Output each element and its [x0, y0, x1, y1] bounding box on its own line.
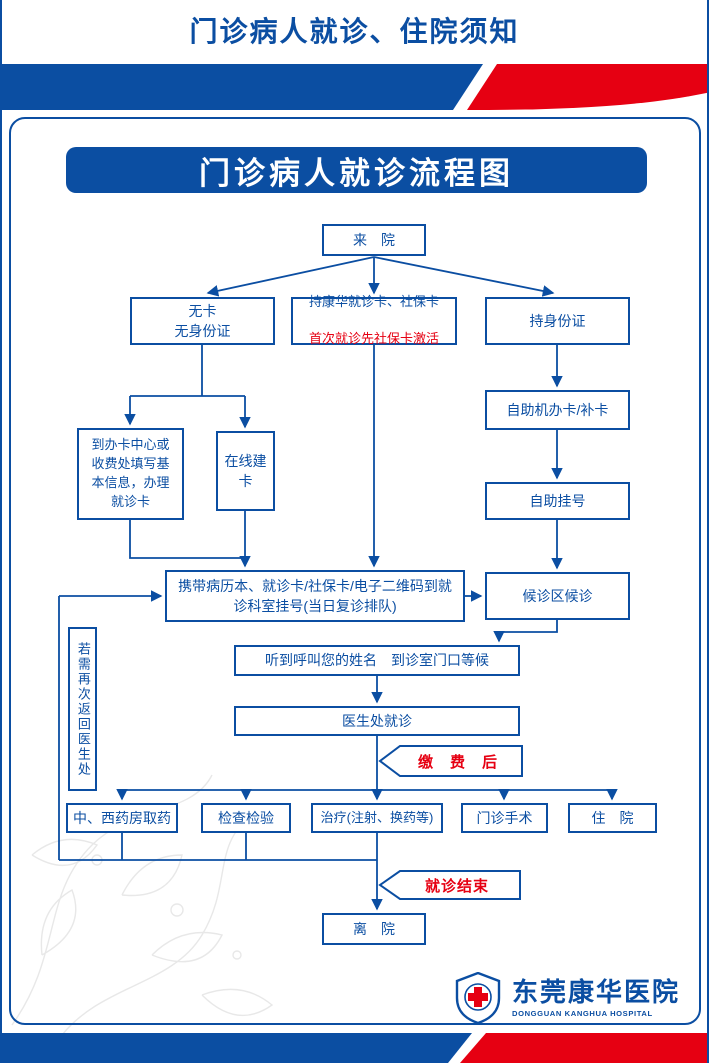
top-banner-blue-stripe [2, 64, 483, 110]
node-online-card: 在线建卡 [216, 431, 275, 511]
page-title: 门诊病人就诊、住院须知 [189, 16, 520, 47]
node-waiting-area: 候诊区候诊 [485, 572, 630, 620]
bottom-banner [2, 1033, 707, 1063]
node-bring-card: 携带病历本、就诊卡/社保卡/电子二维码到就 诊科室挂号(当日复诊排队) [165, 570, 465, 622]
after-payment-label: 缴 费 后 [417, 753, 498, 771]
node-arrive: 来 院 [322, 224, 426, 256]
hospital-logo-block: 东莞康华医院 DONGGUAN KANGHUA HOSPITAL [454, 972, 680, 1024]
node-kanghua-card-label: 持康华就诊卡、社保卡 [308, 293, 439, 309]
node-outpatient-surgery: 门诊手术 [461, 803, 548, 833]
node-id-card: 持身份证 [485, 297, 630, 345]
floral-decoration [11, 774, 274, 1035]
node-no-card: 无卡 无身份证 [130, 297, 275, 345]
node-kanghua-card: 持康华就诊卡、社保卡 首次就诊先社保卡激活 [291, 294, 457, 346]
node-wait-call: 听到呼叫您的姓名 到诊室门口等候 [234, 645, 520, 676]
hospital-shield-logo-icon [455, 972, 501, 1024]
node-pharmacy: 中、西药房取药 [66, 803, 178, 833]
node-kanghua-card-note: 首次就诊先社保卡激活 [308, 331, 439, 347]
node-doctor-visit: 医生处就诊 [234, 706, 520, 736]
content-border [9, 117, 701, 1025]
bottom-banner-blue-stripe [2, 1033, 472, 1063]
node-card-center: 到办卡中心或 收费处填写基 本信息，办理 就诊卡 [77, 428, 184, 520]
hospital-name-cn: 东莞康华医院 [512, 976, 681, 1007]
top-banner-red-swoosh [467, 64, 707, 110]
node-self-machine: 自助机办卡/补卡 [485, 390, 630, 430]
top-banner [2, 64, 707, 110]
node-examination: 检查检验 [201, 803, 291, 833]
after-payment-flag [378, 745, 523, 777]
node-treatment: 治疗(注射、换药等) [311, 803, 443, 833]
visit-end-flag [378, 870, 521, 900]
node-return-to-doctor-note: 若需再次返回医生处 [68, 627, 97, 791]
node-hospitalization: 住 院 [568, 803, 657, 833]
visit-end-label: 就诊结束 [424, 877, 489, 895]
node-self-register: 自助挂号 [485, 482, 630, 520]
hospital-name-en: DONGGUAN KANGHUA HOSPITAL [512, 1009, 653, 1019]
flowchart-title: 门诊病人就诊流程图 [66, 147, 647, 193]
node-leave: 离 院 [322, 913, 426, 945]
bottom-banner-red-swoosh [460, 1033, 707, 1063]
